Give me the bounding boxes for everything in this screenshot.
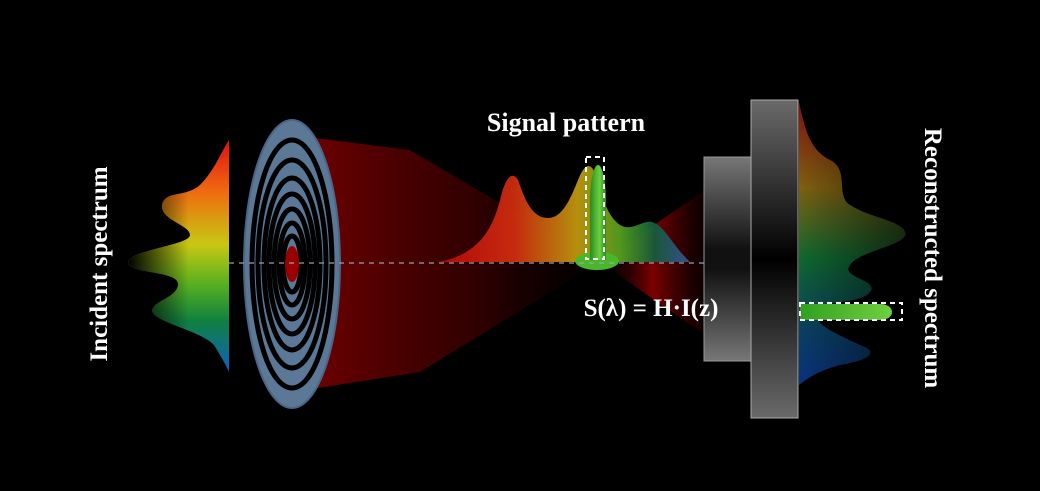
reconstructed-spectrum-curve [799, 102, 906, 385]
signal-peak-dashed-box [585, 156, 605, 260]
equation-label: S(λ) = H·I(z) [584, 295, 719, 322]
detector-plate-back [750, 99, 799, 419]
incident-spectrum-label: Incident spectrum [86, 166, 113, 361]
reconstructed-peak-highlight [800, 304, 892, 320]
detector-plate-front [703, 156, 752, 362]
reconstructed-peak-dashed-box [799, 302, 903, 321]
signal-peak-highlight [590, 165, 606, 260]
focus-spot [575, 252, 619, 270]
reconstructed-spectrum-label: Reconstructed spectrum [919, 128, 946, 389]
signal-pattern-label: Signal pattern [487, 108, 646, 137]
incident-spectrum-curve [128, 140, 229, 372]
signal-pattern-waveform [440, 165, 690, 262]
beam-cone-incoming [292, 135, 600, 392]
diffractive-lens [243, 119, 341, 409]
